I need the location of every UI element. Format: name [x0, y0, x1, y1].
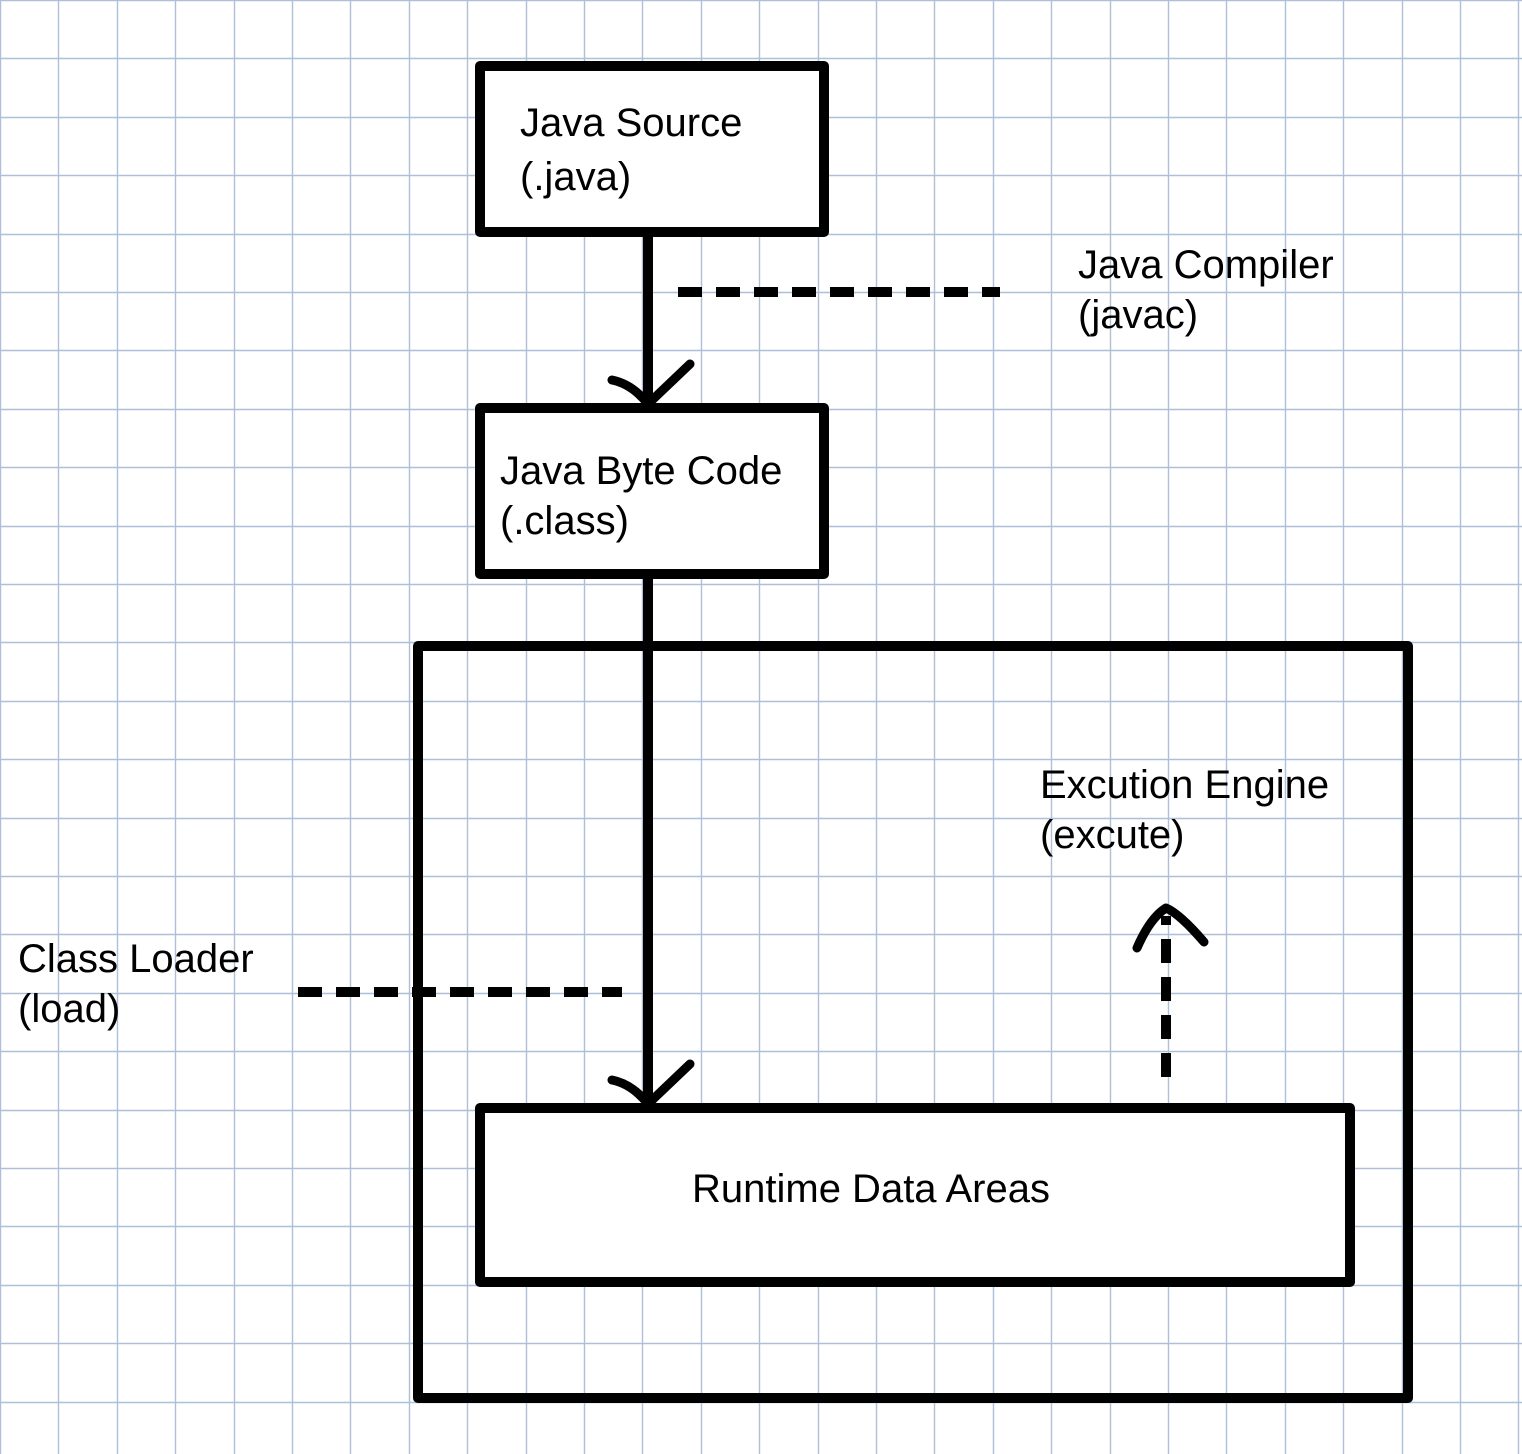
- byte-code-node: Java Byte Code (.class): [475, 403, 829, 579]
- byte-code-box: [475, 403, 829, 579]
- execute-arrowhead: [1132, 903, 1209, 953]
- java-source-node: Java Source (.java): [475, 61, 829, 237]
- compile-arrow: [607, 232, 695, 409]
- java-compiler-annotation: Java Compiler (javac): [1078, 243, 1334, 337]
- java-source-extension: (.java): [520, 155, 631, 199]
- execution-engine-title: Excution Engine: [1040, 763, 1329, 807]
- runtime-data-areas-node: Runtime Data Areas: [475, 1103, 1355, 1287]
- execute-arrow: [1132, 903, 1209, 1077]
- byte-code-extension: (.class): [500, 499, 629, 543]
- java-compiler-title: Java Compiler: [1078, 243, 1334, 287]
- class-loader-title: Class Loader: [18, 937, 254, 981]
- class-loader-annotation: Class Loader (load): [18, 937, 254, 1031]
- java-source-title: Java Source: [520, 101, 742, 145]
- jvm-frame: [413, 641, 1413, 1403]
- java-compiler-command: (javac): [1078, 293, 1198, 337]
- execution-engine-annotation: Excution Engine (excute): [1040, 763, 1329, 857]
- java-source-box: [475, 61, 829, 237]
- runtime-data-areas-label: Runtime Data Areas: [692, 1167, 1050, 1211]
- load-arrow: [607, 574, 695, 1109]
- runtime-data-areas-box: [475, 1103, 1355, 1287]
- byte-code-title: Java Byte Code: [500, 449, 782, 493]
- class-loader-action: (load): [18, 987, 120, 1031]
- execution-engine-action: (excute): [1040, 813, 1185, 857]
